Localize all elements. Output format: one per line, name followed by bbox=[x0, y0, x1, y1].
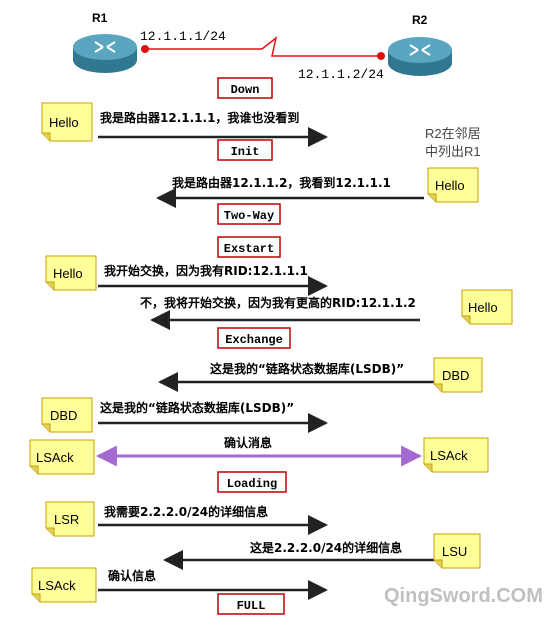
side-note-line-1: R2在邻居 bbox=[425, 126, 481, 141]
note-lsack-r2: LSAck bbox=[423, 437, 489, 473]
note-dbd-r1: DBD bbox=[41, 397, 93, 433]
router-arrows-icon bbox=[94, 41, 116, 53]
note-hello-r1-1: Hello bbox=[41, 102, 93, 142]
state-full-label: FULL bbox=[237, 599, 266, 613]
state-two-way-label: Two-Way bbox=[224, 209, 274, 223]
note-hello-label: Hello bbox=[49, 115, 79, 130]
router-r1-label: R1 bbox=[92, 11, 108, 25]
state-init-label: Init bbox=[231, 145, 260, 159]
note-hello-label: Hello bbox=[53, 266, 83, 281]
note-lsack-r1-final: LSAck bbox=[31, 567, 97, 603]
r2-ip-label: 12.1.1.2/24 bbox=[298, 67, 384, 82]
note-dbd-label: DBD bbox=[442, 368, 469, 383]
message-8: 我需要2.2.2.0/24的详细信息 bbox=[104, 504, 268, 519]
note-hello-r2-1: Hello bbox=[427, 167, 479, 203]
state-two-way: Two-Way bbox=[217, 203, 281, 225]
message-9: 这是2.2.2.0/24的详细信息 bbox=[250, 540, 402, 555]
message-1: 我是路由器12.1.1.1，我谁也没看到 bbox=[100, 110, 299, 125]
state-exstart-label: Exstart bbox=[224, 242, 274, 256]
note-lsack-label: LSAck bbox=[38, 578, 76, 593]
state-exstart: Exstart bbox=[217, 236, 281, 258]
message-3: 我开始交换，因为我有RID:12.1.1.1 bbox=[104, 263, 308, 278]
note-lsu: LSU bbox=[433, 533, 481, 569]
note-lsr: LSR bbox=[45, 501, 95, 537]
state-down: Down bbox=[217, 77, 273, 99]
message-5: 这是我的“链路状态数据库(LSDB)” bbox=[210, 361, 404, 376]
state-init: Init bbox=[217, 139, 273, 161]
message-7: 确认消息 bbox=[224, 435, 272, 450]
side-note-line-2: 中列出R1 bbox=[425, 144, 481, 159]
note-lsack-label: LSAck bbox=[36, 450, 74, 465]
state-loading: Loading bbox=[217, 471, 287, 493]
note-lsr-label: LSR bbox=[54, 512, 79, 527]
router-arrows-icon bbox=[409, 44, 431, 56]
router-r1 bbox=[73, 34, 137, 73]
note-hello-r2-2: Hello bbox=[461, 289, 513, 325]
note-lsack-r1: LSAck bbox=[29, 439, 95, 475]
note-hello-label: Hello bbox=[468, 300, 498, 315]
message-4: 不，我将开始交换，因为我有更高的RID:12.1.1.2 bbox=[140, 295, 416, 310]
router-r2-label: R2 bbox=[412, 13, 428, 27]
watermark: QingSword.COM bbox=[384, 585, 543, 607]
state-loading-label: Loading bbox=[227, 477, 277, 491]
message-2: 我是路由器12.1.1.2，我看到12.1.1.1 bbox=[172, 175, 391, 190]
state-down-label: Down bbox=[231, 83, 260, 97]
serial-link bbox=[141, 36, 385, 60]
state-full: FULL bbox=[217, 593, 285, 615]
message-10: 确认信息 bbox=[108, 568, 156, 583]
r1-ip-label: 12.1.1.1/24 bbox=[140, 29, 226, 44]
note-lsu-label: LSU bbox=[442, 544, 467, 559]
state-exchange-label: Exchange bbox=[225, 333, 283, 347]
note-dbd-label: DBD bbox=[50, 408, 77, 423]
state-exchange: Exchange bbox=[217, 327, 291, 349]
note-hello-label: Hello bbox=[435, 178, 465, 193]
note-hello-r1-2: Hello bbox=[45, 255, 97, 291]
router-r2 bbox=[388, 37, 452, 76]
note-dbd-r2: DBD bbox=[433, 357, 483, 393]
message-6: 这是我的“链路状态数据库(LSDB)” bbox=[100, 400, 294, 415]
note-lsack-label: LSAck bbox=[430, 448, 468, 463]
